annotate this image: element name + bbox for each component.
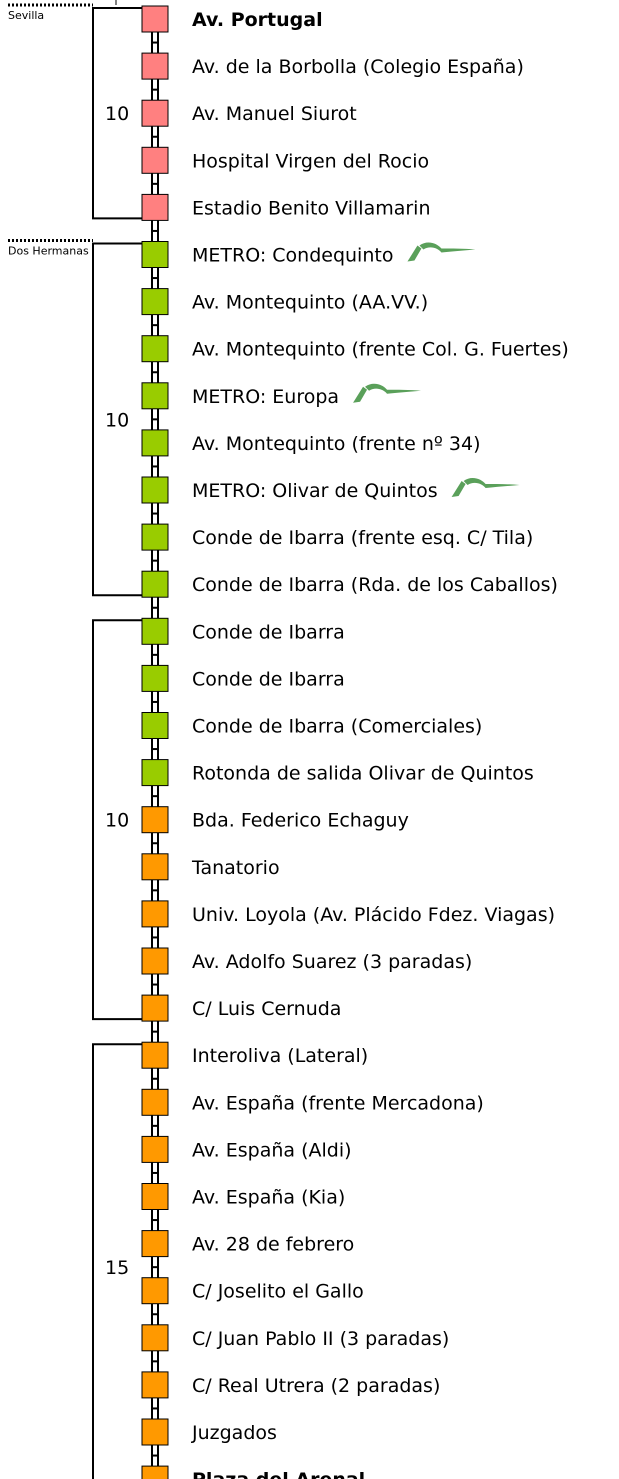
stop-label: Av. España (Kia)	[192, 1187, 345, 1209]
stop-marker	[141, 947, 169, 975]
stop-marker	[141, 52, 169, 80]
stop-marker	[141, 1183, 169, 1210]
metro-icon	[353, 383, 422, 403]
stop-label: C/ Real Utrera (2 paradas)	[192, 1375, 440, 1397]
route-track	[151, 19, 159, 1479]
stop-label: Conde de Ibarra	[192, 668, 345, 690]
zone-label: Dos Hermanas	[8, 245, 89, 258]
stop-marker	[141, 1465, 169, 1479]
stop-label: C/ Juan Pablo II (3 paradas)	[192, 1328, 449, 1350]
stop-label: Av. de la Borbolla (Colegio España)	[192, 56, 524, 78]
metro-shape	[407, 242, 476, 262]
stop-marker	[141, 523, 169, 551]
stop-marker	[141, 617, 169, 645]
stop-marker	[141, 664, 169, 692]
stop-label: Univ. Loyola (Av. Plácido Fdez. Viagas)	[192, 904, 555, 926]
stop-label: Conde de Ibarra (frente esq. C/ Tila)	[192, 527, 533, 549]
stop-label: Estadio Benito Villamarin	[192, 197, 431, 219]
stop-marker	[141, 759, 169, 787]
group-interval-label: 10	[105, 409, 129, 431]
stop-marker	[141, 1418, 169, 1446]
stop-label: Conde de Ibarra (Rda. de los Caballos)	[192, 574, 558, 596]
stop-label: METRO: Olivar de Quintos	[192, 480, 438, 502]
stop-marker	[141, 1371, 169, 1399]
stop-label: Av. 28 de febrero	[192, 1234, 354, 1256]
stop-marker	[141, 1230, 169, 1258]
stop-label: Av. Montequinto (AA.VV.)	[192, 292, 428, 314]
stop-label: C/ Joselito el Gallo	[192, 1281, 364, 1303]
stop-label: METRO: Europa	[192, 386, 339, 408]
stop-marker	[141, 1088, 169, 1116]
group-interval-label: 10	[105, 810, 129, 832]
group-interval-label: 10	[105, 103, 129, 125]
stop-marker	[141, 570, 169, 598]
stop-label: Av. España (frente Mercadona)	[192, 1092, 484, 1114]
metro-icon	[407, 242, 476, 262]
stop-marker	[141, 476, 169, 504]
stop-marker	[141, 146, 169, 174]
stop-marker	[141, 193, 169, 221]
stop-label: Av. Adolfo Suarez (3 paradas)	[192, 951, 472, 973]
stop-marker	[141, 288, 169, 316]
stop-label: Bda. Federico Echaguy	[192, 810, 409, 832]
stop-label: Hospital Virgen del Rocio	[192, 150, 429, 172]
stop-marker	[141, 429, 169, 457]
stop-label: Av. España (Aldi)	[192, 1139, 352, 1161]
stop-marker	[141, 900, 169, 928]
metro-shape	[451, 477, 520, 497]
stop-label: C/ Luis Cernuda	[192, 998, 341, 1020]
stop-label: Av. Montequinto (frente Col. G. Fuertes)	[192, 339, 569, 361]
metro-icon	[451, 477, 520, 497]
stop-marker	[141, 5, 169, 33]
stop-label: Juzgados	[191, 1422, 277, 1444]
stop-label: Plaza del Arenal	[192, 1469, 365, 1479]
zone-label: Sevilla	[8, 9, 44, 22]
stop-label: Rotonda de salida Olivar de Quintos	[192, 763, 534, 785]
stop-marker	[141, 241, 169, 268]
stop-label: Av. Manuel Siurot	[192, 103, 357, 125]
stop-marker	[141, 99, 169, 127]
stop-marker	[141, 1324, 169, 1352]
stop-label: Interoliva (Lateral)	[192, 1045, 368, 1067]
stop-marker	[141, 335, 169, 363]
stop-marker	[141, 994, 169, 1022]
metro-shape	[353, 383, 422, 403]
stop-marker	[141, 806, 169, 834]
group-bracket	[92, 242, 152, 597]
stop-label: Av. Montequinto (frente nº 34)	[192, 433, 481, 455]
group-brackets: 10 10 10 15	[92, 7, 152, 1479]
stop-marker	[141, 382, 169, 410]
group-bracket	[92, 1043, 152, 1479]
group-interval-label: 15	[105, 1257, 129, 1279]
stop-marker	[141, 1041, 169, 1069]
stop-label: Conde de Ibarra (Comerciales)	[192, 716, 482, 738]
stop-label: Conde de Ibarra	[192, 621, 345, 643]
stop-marker	[141, 1277, 169, 1305]
group-bracket	[92, 619, 152, 1021]
stop-label: Av. Portugal	[192, 9, 323, 31]
stop-label: METRO: Condequinto	[192, 245, 393, 267]
group-bracket	[92, 7, 152, 220]
stop-marker	[141, 712, 169, 739]
stop-label: Tanatorio	[191, 857, 280, 879]
stop-marker	[141, 1135, 169, 1163]
stop-marker	[141, 853, 169, 881]
